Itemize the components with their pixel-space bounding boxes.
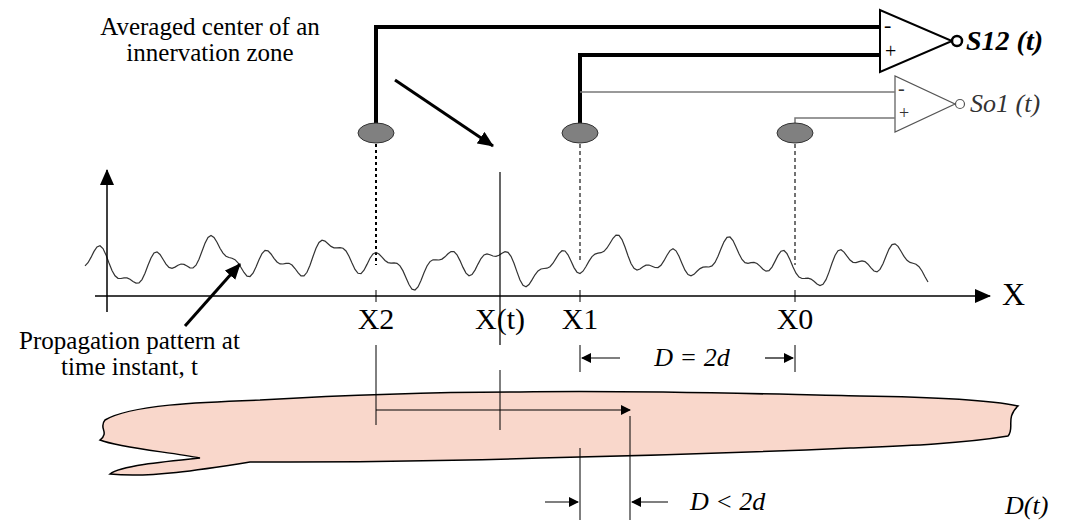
y-axis	[106, 170, 108, 312]
position-line	[630, 416, 631, 520]
position-line	[500, 370, 501, 430]
dimension-arrow	[545, 501, 578, 502]
wire	[376, 27, 880, 124]
amplifier-symbol	[880, 10, 952, 72]
input-sign: +	[899, 104, 909, 123]
output-terminal	[952, 36, 962, 46]
projection-line	[579, 144, 581, 262]
muscle-outline	[100, 391, 1018, 475]
wire	[580, 91, 895, 93]
callout-arrow	[185, 264, 240, 326]
input-sign: -	[898, 78, 905, 99]
distance-arrow	[376, 409, 630, 410]
wire	[795, 118, 895, 124]
dimension-arrow	[632, 501, 668, 502]
position-label: X2	[358, 303, 395, 335]
position-line	[580, 448, 581, 520]
input-sign: -	[884, 13, 891, 36]
dimension-label: D = 2d	[650, 344, 733, 371]
position-label: X0	[777, 303, 814, 335]
callout-text: Averaged center of an innervation zone	[75, 14, 345, 67]
tick	[580, 290, 581, 302]
x-axis	[95, 295, 990, 297]
signal-name: S12 (t)	[966, 26, 1043, 55]
callout-text: Propagation pattern at time instant, t	[12, 328, 247, 381]
axis-label: X	[1002, 278, 1025, 312]
electrode	[358, 123, 394, 143]
position-label: X1	[562, 303, 599, 335]
projection-line	[794, 144, 796, 265]
position-line	[376, 345, 377, 425]
position-label: X(t)	[475, 303, 525, 335]
projection-line	[375, 144, 377, 265]
position-line	[580, 345, 581, 372]
amplifier-symbol	[895, 76, 955, 132]
output-terminal	[956, 100, 965, 109]
dimension-arrow	[582, 357, 620, 358]
electrode	[562, 123, 598, 143]
propagation-waveform	[85, 235, 928, 290]
dimension-label: D(t)	[1005, 492, 1048, 519]
callout-arrow	[395, 80, 493, 146]
dimension-arrow	[765, 357, 793, 358]
signal-name: So1 (t)	[970, 90, 1040, 117]
position-line	[795, 345, 796, 372]
dimension-label: D < 2d	[690, 488, 765, 515]
tick	[795, 290, 796, 302]
wire	[580, 55, 880, 124]
tick	[376, 290, 377, 302]
electrode	[777, 123, 813, 143]
input-sign: +	[885, 41, 896, 62]
